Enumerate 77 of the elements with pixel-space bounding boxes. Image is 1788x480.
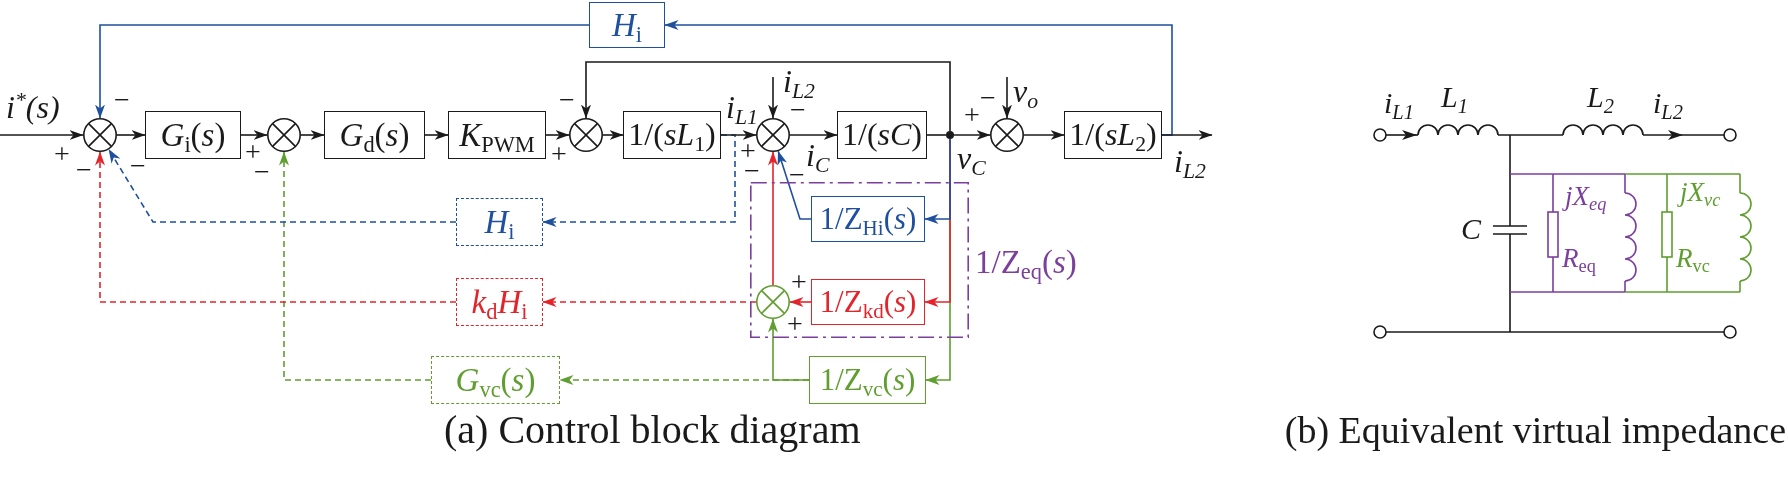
sign-label: − bbox=[558, 91, 576, 109]
arrow bbox=[602, 130, 624, 140]
summing-junction bbox=[83, 118, 117, 152]
transfer-function-block: H$_{i}$ bbox=[456, 198, 543, 246]
component-label: L$_{1}$ bbox=[1441, 80, 1468, 113]
transfer-function-block: K$_{PWM}$ bbox=[448, 111, 546, 159]
transfer-function-block: G$_{i}$(s) bbox=[145, 111, 241, 159]
sign-label: + bbox=[739, 142, 757, 160]
dashed-arrow bbox=[95, 151, 457, 303]
arrow bbox=[768, 76, 778, 119]
sign-label: − bbox=[744, 162, 761, 180]
signal-label: v$_{C}$ bbox=[957, 141, 986, 177]
transfer-function-block: H$_{i}$ bbox=[589, 2, 665, 48]
sign-label: − bbox=[789, 101, 806, 119]
arrow bbox=[768, 151, 778, 286]
current-label: i$_{L1}$ bbox=[1384, 86, 1414, 119]
arrow bbox=[789, 297, 812, 307]
signal-label: i$_{L2}$ bbox=[783, 64, 815, 100]
transfer-function-block: G$_{vc}$(s) bbox=[431, 356, 560, 404]
summing-junction bbox=[756, 118, 790, 152]
signal-label: i$_{C}$ bbox=[806, 138, 830, 174]
transfer-function-block: 1/Z$_{kd}$(s) bbox=[811, 279, 925, 325]
dashed-arrow bbox=[279, 151, 432, 381]
sign-label: + bbox=[790, 273, 808, 291]
summing-junction bbox=[569, 118, 603, 152]
arrow bbox=[240, 130, 268, 140]
arrow bbox=[1161, 130, 1213, 140]
arrow bbox=[0, 130, 84, 140]
arrow bbox=[424, 130, 449, 140]
transfer-function-block: 1/(sL$_{1}$) bbox=[623, 111, 721, 159]
arrow bbox=[116, 130, 146, 140]
sign-label: − bbox=[129, 157, 147, 175]
signal-label: i$_{L1}$ bbox=[726, 90, 758, 126]
transfer-function-block: 1/Z$_{vc}$(s) bbox=[809, 356, 926, 404]
dashed-arrow bbox=[108, 148, 457, 223]
signal-label: i$_{L2}$ bbox=[1174, 144, 1206, 180]
arrow bbox=[720, 130, 757, 140]
sign-label: + bbox=[963, 106, 981, 124]
current-label: i$_{L2}$ bbox=[1653, 86, 1683, 119]
component-label: L$_{2}$ bbox=[1587, 80, 1614, 113]
transfer-function-block: 1/(sC) bbox=[837, 111, 927, 159]
arrow bbox=[924, 138, 951, 224]
dashed-arrow bbox=[542, 134, 736, 227]
sign-label: − bbox=[979, 89, 997, 107]
sign-label: − bbox=[75, 161, 93, 179]
signal-label: i$^{*}$(s) bbox=[6, 90, 60, 126]
arrow bbox=[789, 130, 838, 140]
sign-label: − bbox=[254, 163, 271, 181]
arrow bbox=[545, 130, 570, 140]
arrow bbox=[300, 130, 325, 140]
sign-label: + bbox=[550, 145, 568, 163]
arrow bbox=[768, 318, 810, 381]
sign-label: + bbox=[244, 143, 262, 161]
transfer-function-block: 1/(sL$_{2}$) bbox=[1064, 111, 1162, 159]
connector-line bbox=[926, 134, 947, 136]
caption: (a) Control block diagram bbox=[444, 408, 861, 452]
transfer-function-block: G$_{d}$(s) bbox=[324, 111, 425, 159]
arrow bbox=[1002, 76, 1012, 119]
arrow bbox=[664, 20, 1173, 136]
transfer-function-block: k$_{d}$H$_{i}$ bbox=[456, 278, 543, 326]
sign-label: + bbox=[786, 315, 804, 333]
arrow bbox=[1023, 130, 1065, 140]
dashed-arrow bbox=[542, 297, 757, 307]
arrow bbox=[777, 150, 812, 220]
summing-junction bbox=[990, 118, 1024, 152]
caption: (b) Equivalent virtual impedance bbox=[1284, 410, 1786, 452]
sign-label: − bbox=[788, 166, 806, 184]
summing-junction bbox=[267, 118, 301, 152]
junction-dot bbox=[946, 131, 954, 139]
sign-label: + bbox=[53, 145, 71, 163]
summing-junction bbox=[756, 285, 790, 319]
arrow bbox=[581, 61, 951, 132]
transfer-function-block: 1/Z$_{Hi}$(s) bbox=[811, 196, 925, 242]
signal-label: v$_{o}$ bbox=[1013, 74, 1039, 110]
sign-label: − bbox=[113, 91, 131, 109]
arrow bbox=[953, 130, 991, 140]
arrow bbox=[95, 24, 590, 119]
